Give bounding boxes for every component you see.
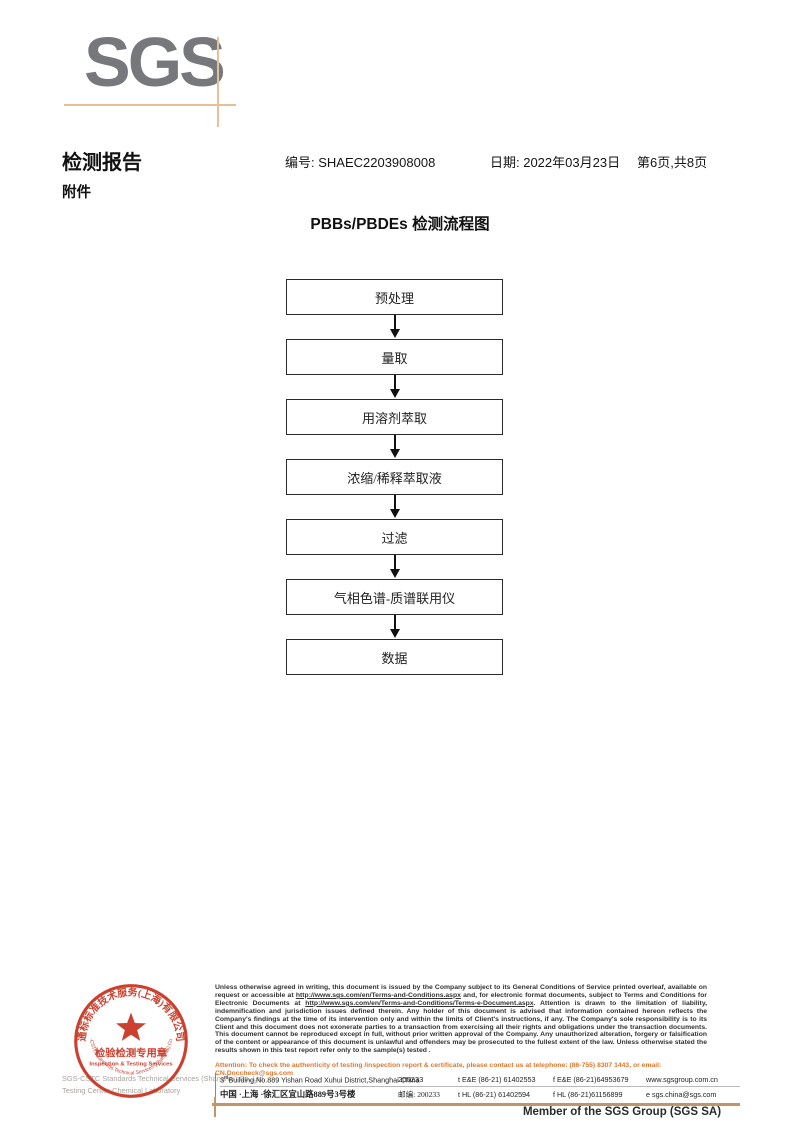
address-street-en: 3rdBuilding,No.889 Yishan Road Xuhui Dis… [220, 1074, 420, 1085]
company-email: e sgs.china@sgs.com [646, 1089, 717, 1099]
down-arrow-icon [286, 555, 503, 579]
sgs-logo: SGS [84, 23, 226, 101]
flow-step-solvent-extraction: 用溶剂萃取 [286, 399, 503, 435]
company-name-gray: SGS-CSTC Standards Technical Services (S… [62, 1073, 265, 1097]
address-row-en: 3rdBuilding,No.889 Yishan Road Xuhui Dis… [220, 1073, 740, 1087]
address-tel-cn: t HL (86-21) 61402594 [458, 1089, 531, 1099]
flow-step-gcms: 气相色谱-质谱联用仪 [286, 579, 503, 615]
flow-step-data: 数据 [286, 639, 503, 675]
sgs-group-member-label: Member of the SGS Group (SGS SA) [522, 1106, 722, 1118]
down-arrow-icon [286, 375, 503, 399]
stamp-star-icon [116, 1012, 146, 1041]
report-number: 编号: SHAEC2203908008 [285, 155, 436, 170]
flow-step-measure: 量取 [286, 339, 503, 375]
terms-url-2: http://www.sgs.com/en/Terms-and-Conditio… [305, 999, 534, 1007]
stamp-center-english: Inspection & Testing Services [89, 1062, 173, 1068]
flowchart-title: PBBs/PBDEs 检测流程图 [310, 216, 490, 233]
company-name-line1: SGS-CSTC Standards Technical Services (S… [62, 1074, 266, 1083]
down-arrow-icon [286, 435, 503, 459]
logo-horizontal-line [64, 104, 236, 106]
down-arrow-icon [286, 315, 503, 339]
inspection-stamp: 通标标准技术服务(上海)有限公司 SGS-CSTC Standards Tech… [72, 982, 188, 1098]
address-tel-en: t E&E (86-21) 61402553 [458, 1075, 536, 1084]
logo-vertical-line [217, 37, 219, 127]
report-date: 日期: 2022年03月23日 [490, 155, 621, 170]
flow-step-concentrate-dilute: 浓缩/稀释萃取液 [286, 459, 503, 495]
report-title: 检测报告 [62, 152, 142, 174]
page-indicator: 第6页,共8页 [637, 155, 708, 170]
address-postcode-cn: 邮编: 200233 [398, 1089, 440, 1099]
address-row-cn: 中国 ·上海 ·徐汇区宜山路889号3号楼 邮编: 200233 t HL (8… [220, 1087, 740, 1101]
terms-text-2: and, for electronic format documents, su… [215, 991, 707, 1007]
down-arrow-icon [286, 615, 503, 639]
terms-text-3: . Attention is drawn to the limitation o… [215, 999, 707, 1055]
terms-url-1: http://www.sgs.com/en/Terms-and-Conditio… [295, 991, 461, 999]
flow-step-filter: 过滤 [286, 519, 503, 555]
flowchart: 预处理 量取 用溶剂萃取 浓缩/稀释萃取液 过滤 气相色谱-质谱联用仪 数据 [286, 279, 503, 675]
terms-text-1: Unless otherwise agreed in writing, this… [215, 984, 707, 999]
terms-fineprint: Unless otherwise agreed in writing, this… [215, 984, 707, 1055]
flow-step-pretreatment: 预处理 [286, 279, 503, 315]
address-fax-cn: f HL (86-21)61156899 [553, 1089, 623, 1099]
attention-notice: Attention: To check the authenticity of … [215, 1062, 662, 1077]
footer-horizontal-line [212, 1103, 740, 1106]
footer-vertical-tick [214, 1097, 216, 1117]
address-postcode-en: 200233 [398, 1075, 424, 1084]
address-block: 3rdBuilding,No.889 Yishan Road Xuhui Dis… [220, 1073, 740, 1101]
down-arrow-icon [286, 495, 503, 519]
company-name-line2: Testing Center-Chemical Laboratory [62, 1086, 181, 1095]
address-fax-en: f E&E (86-21)64953679 [553, 1075, 629, 1084]
stamp-center-chinese: 检验检测专用章 [95, 1047, 168, 1060]
company-website: www.sgsgroup.com.cn [646, 1075, 718, 1084]
address-left-border [215, 1073, 216, 1102]
attachment-label: 附件 [62, 185, 91, 201]
address-street-cn: 中国 ·上海 ·徐汇区宜山路889号3号楼 [220, 1090, 356, 1099]
